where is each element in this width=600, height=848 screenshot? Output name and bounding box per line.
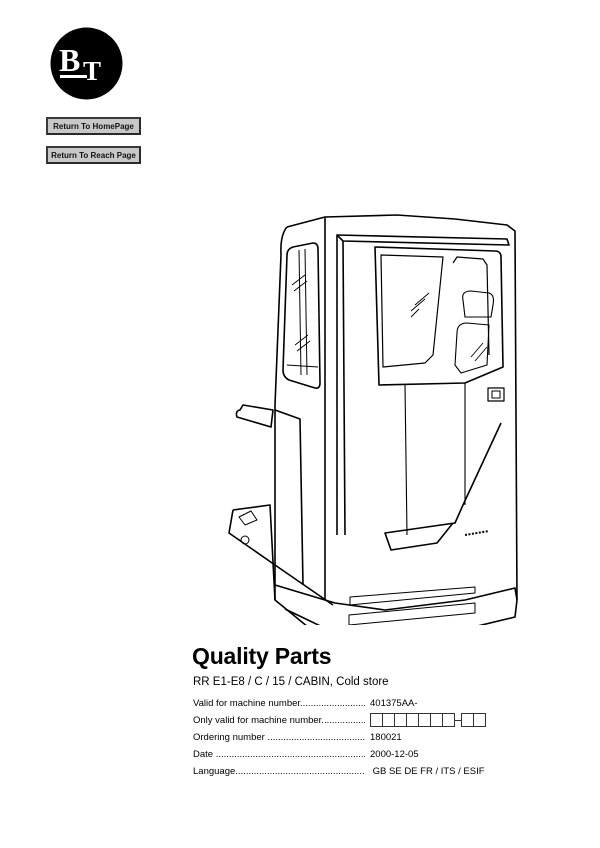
only-valid-machine-number-row: Only valid for machine number...........… [193,713,523,729]
return-to-reach-page-button[interactable]: Return To Reach Page [46,146,141,164]
valid-machine-number-label: Valid for machine number................… [193,698,365,709]
date-label: Date ...................................… [193,749,365,760]
machine-number-boxes [370,713,486,727]
valid-machine-number-row: Valid for machine number................… [193,698,523,712]
language-row: Language................................… [193,766,523,780]
ordering-number-label: Ordering number ........................… [193,732,365,743]
document-title: Quality Parts [192,643,332,669]
only-valid-machine-number-label: Only valid for machine number...........… [193,715,365,726]
language-value: GB SE DE FR / ITS / ESIF [370,766,485,777]
return-to-homepage-button[interactable]: Return To HomePage [46,117,141,135]
truck-cabin-illustration [228,214,518,625]
machine-number-box [442,713,455,727]
machine-number-box [473,713,486,727]
language-label: Language................................… [193,766,365,777]
bt-logo-icon: B T [50,27,123,100]
ordering-number-value: 180021 [370,732,402,743]
date-row: Date ...................................… [193,749,523,763]
ordering-number-row: Ordering number ........................… [193,732,523,746]
date-value: 2000-12-05 [370,749,419,760]
document-subtitle: RR E1-E8 / C / 15 / CABIN, Cold store [193,676,389,688]
valid-machine-number-value: 401375AA- [370,698,418,709]
svg-text:T: T [83,56,101,86]
svg-text:B: B [59,42,80,78]
machine-number-dash [455,719,461,721]
